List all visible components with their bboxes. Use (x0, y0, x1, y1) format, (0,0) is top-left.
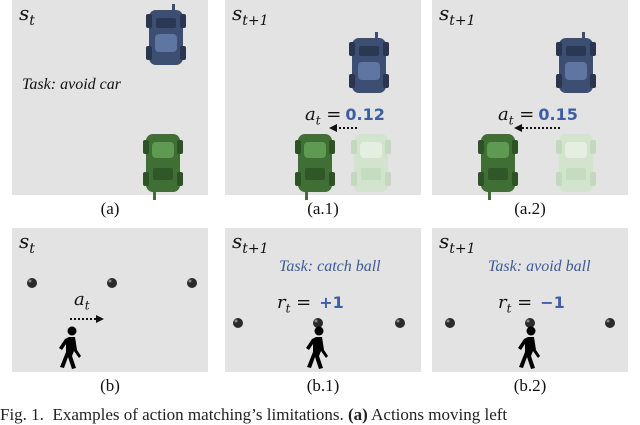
walking-person-icon (518, 326, 540, 369)
panel-b: st at (12, 228, 208, 372)
blue-car-icon (556, 32, 596, 93)
state-label: st+1 (439, 1, 476, 29)
task-label: Task: catch ball (279, 258, 381, 275)
action-label: at (74, 289, 90, 313)
ball-icon (187, 278, 197, 288)
figure-number: Fig. 1. (0, 405, 44, 424)
blue-car-icon (349, 32, 389, 93)
caption-a1: (a.1) (307, 199, 339, 218)
action-equation: at =0.15 (498, 104, 578, 128)
figure-caption-ref: (a) (348, 405, 368, 424)
dotted-arrow-icon (70, 315, 104, 323)
caption-b1: (b.1) (306, 376, 340, 395)
panel-a: st Task: avoid car (12, 0, 208, 200)
state-label: st (19, 1, 35, 29)
ball-icon (313, 318, 323, 328)
state-label: st (19, 229, 35, 257)
reward-equation: rt =−1 (498, 292, 565, 316)
green-car-icon (295, 134, 335, 200)
reward-equation: rt =+1 (277, 292, 344, 316)
dotted-arrow-icon (514, 124, 560, 132)
caption-b: (b) (100, 376, 120, 395)
dotted-arrow-icon (329, 124, 357, 132)
ball-icon (525, 318, 535, 328)
walking-person-icon (59, 326, 81, 369)
faded-green-car-icon (351, 134, 391, 192)
blue-car-icon (146, 4, 186, 65)
state-label: st+1 (232, 229, 269, 257)
panel-b1: st+1 Task: catch ball rt =+1 (225, 228, 421, 372)
green-car-icon (478, 134, 518, 200)
state-label: st+1 (439, 229, 476, 257)
walking-person-icon (306, 326, 328, 369)
caption-a2: (a.2) (514, 199, 546, 218)
panel-a2: st+1 at =0.15 (432, 0, 628, 200)
panel-b2: st+1 Task: avoid ball rt =−1 (432, 228, 628, 372)
ball-icon (233, 318, 243, 328)
figure-caption: Fig. 1. Examples of action matching’s li… (0, 405, 640, 425)
faded-green-car-icon (556, 134, 596, 192)
figure-caption-text: Examples of action matching’s limitation… (52, 405, 344, 424)
figure-caption-suffix: Actions moving left (371, 405, 508, 424)
state-label: st+1 (232, 1, 269, 29)
ball-icon (445, 318, 455, 328)
ball-icon (27, 278, 37, 288)
action-equation: at =0.12 (305, 104, 385, 128)
panel-a1: st+1 at =0.12 (225, 0, 421, 200)
green-car-icon (143, 134, 183, 200)
caption-b2: (b.2) (513, 376, 547, 395)
task-label: Task: avoid ball (488, 258, 591, 275)
task-label: Task: avoid car (22, 76, 121, 93)
ball-icon (605, 318, 615, 328)
ball-icon (107, 278, 117, 288)
caption-a: (a) (100, 199, 120, 218)
ball-icon (395, 318, 405, 328)
